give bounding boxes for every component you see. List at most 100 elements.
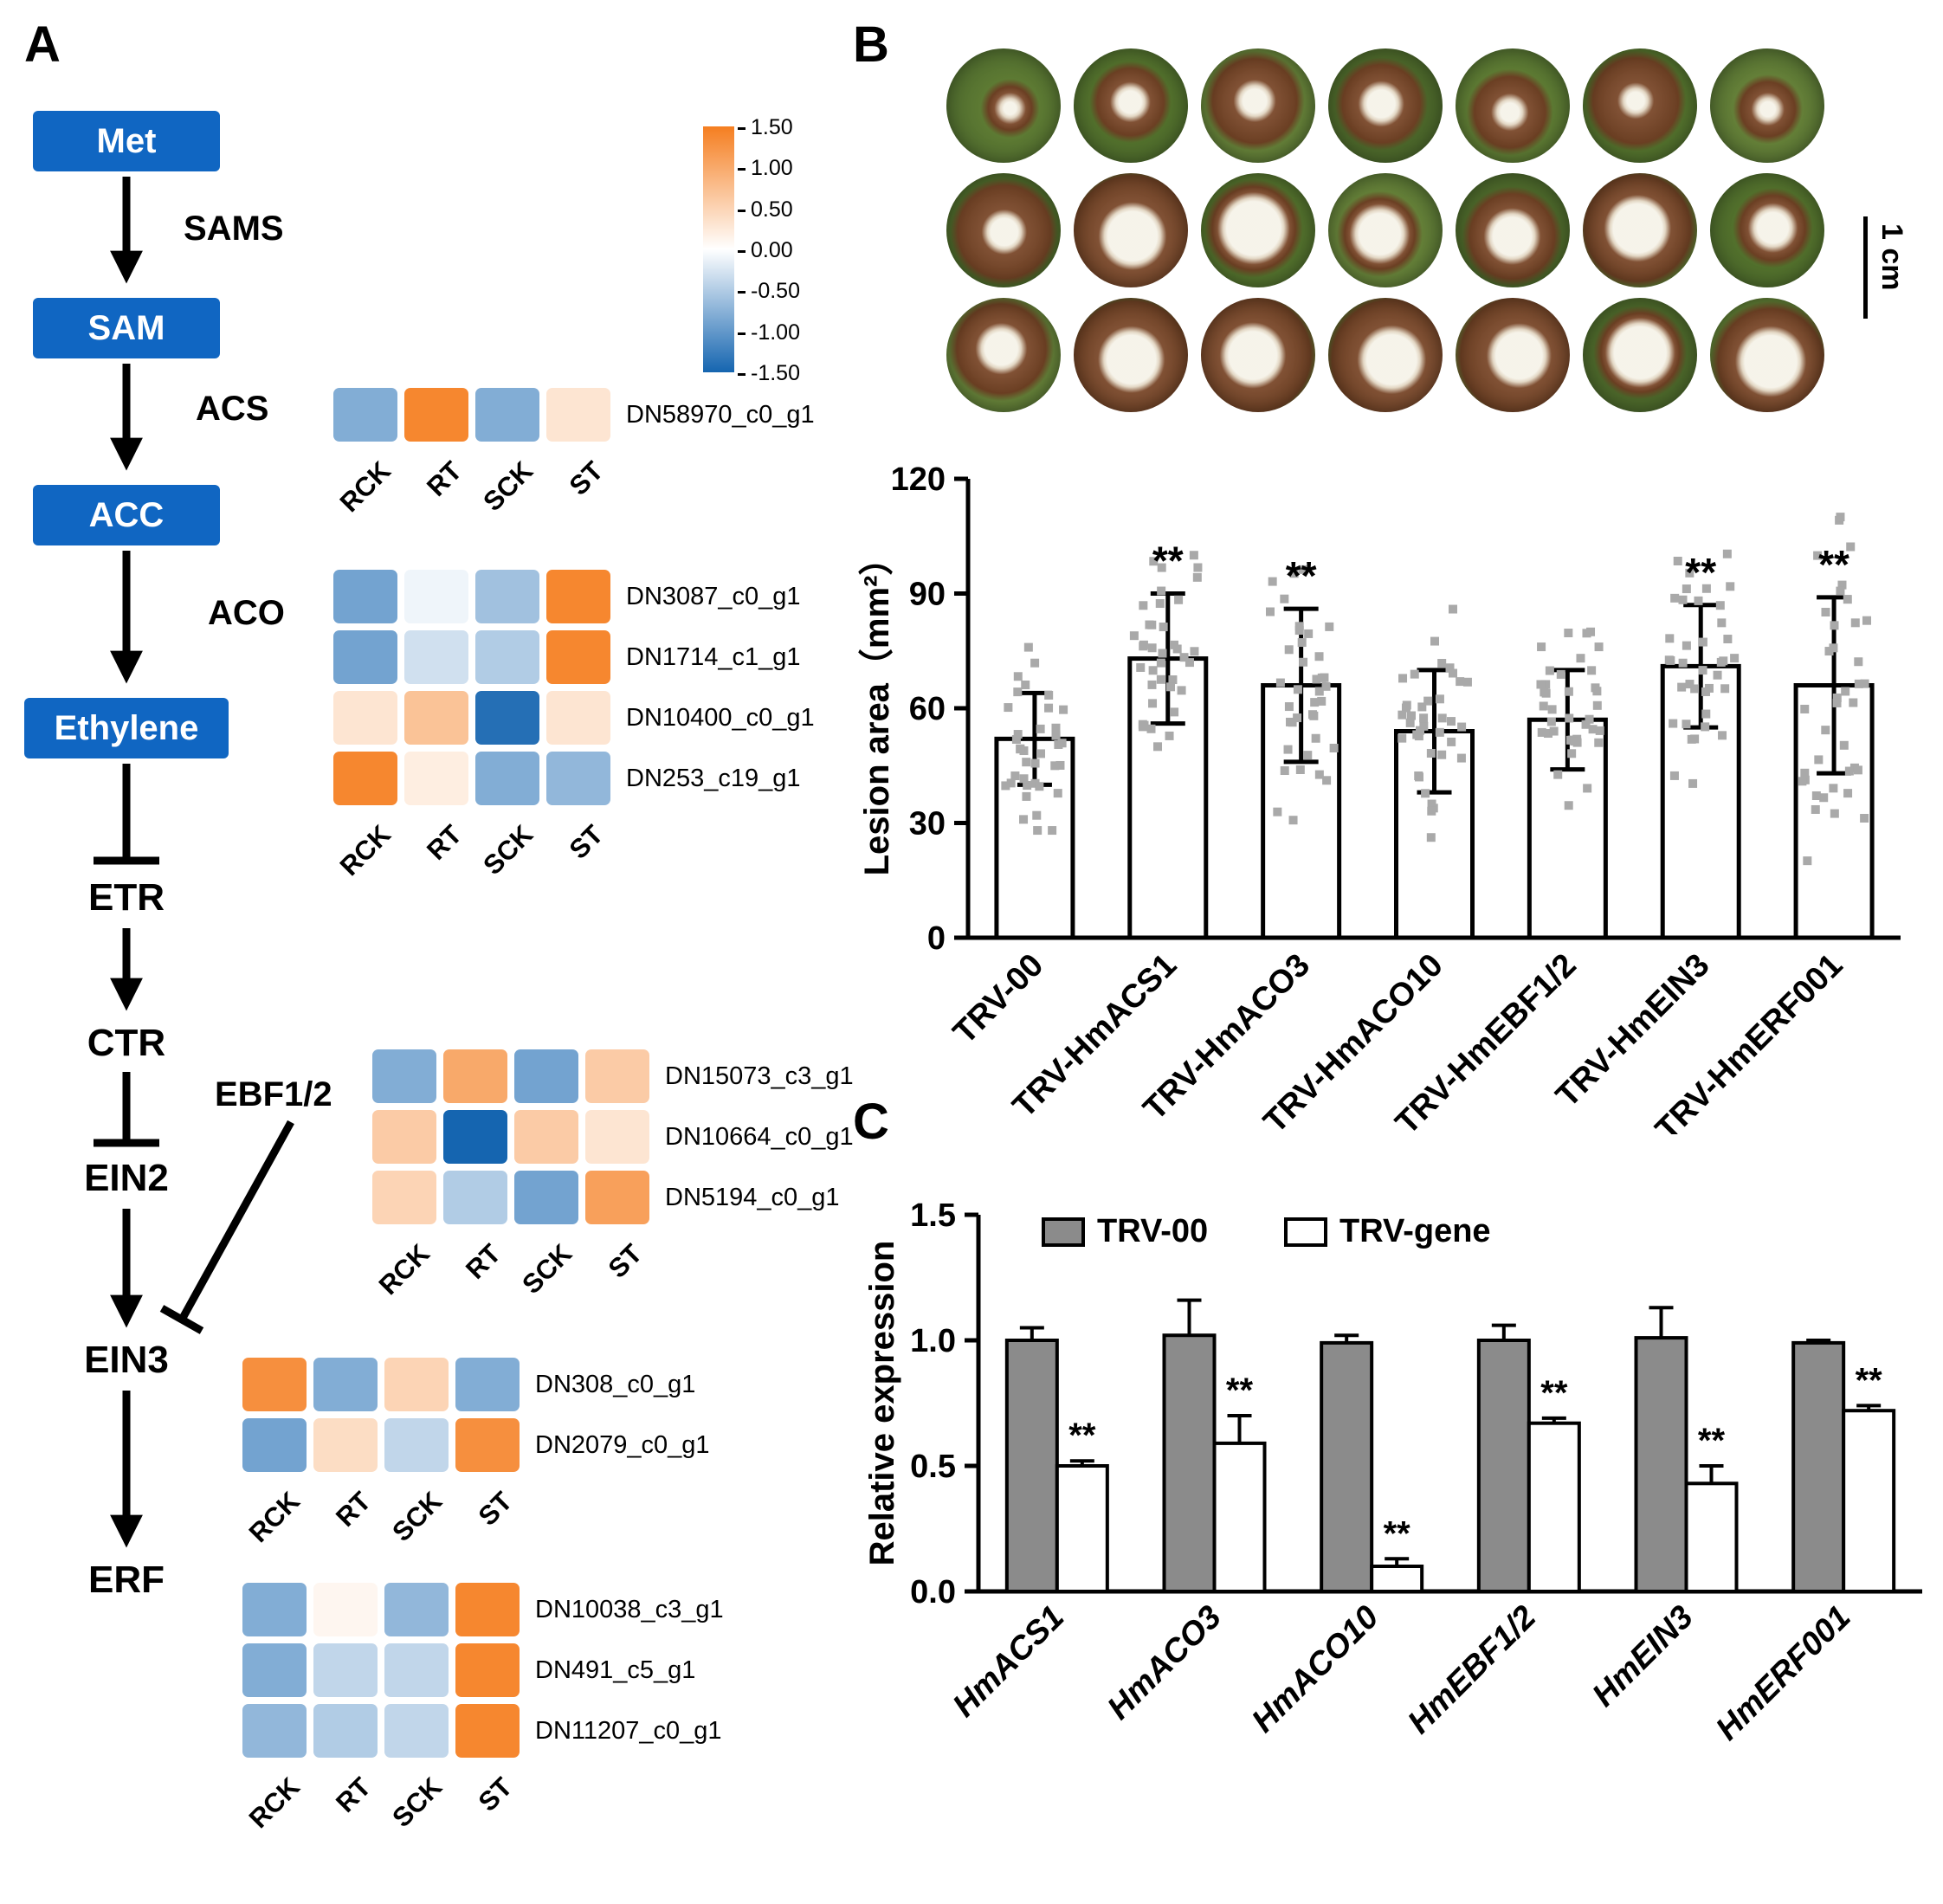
y-tick-label: 1.0	[910, 1323, 956, 1359]
scatter-point	[1169, 640, 1178, 649]
scatter-point	[1843, 595, 1852, 604]
scatter-point	[1595, 726, 1604, 735]
scatter-point	[1844, 766, 1854, 776]
scatter-point	[1423, 696, 1433, 706]
scatter-point	[1165, 731, 1174, 740]
heatmap-cell	[404, 630, 468, 684]
y-tick-label: 120	[891, 461, 946, 498]
scatter-point	[1329, 743, 1339, 752]
scatter-point	[1435, 694, 1444, 704]
scatter-point	[1398, 674, 1408, 683]
y-tick-label: 0.5	[910, 1449, 956, 1485]
scatter-point	[1841, 687, 1850, 696]
y-tick-label: 0.0	[910, 1574, 956, 1610]
x-category-label: HmEBF1/2	[1401, 1599, 1543, 1741]
heatmap-cell	[242, 1583, 307, 1636]
x-category-label: HmACS1	[946, 1599, 1072, 1725]
colorbar-tick-label: -1.50	[738, 362, 800, 384]
gene-label: DN58970_c0_g1	[626, 400, 815, 429]
scatter-point	[1309, 711, 1319, 720]
scatter-point	[1310, 698, 1320, 707]
scatter-point	[1449, 604, 1458, 614]
panel-a-label: A	[24, 16, 61, 73]
heatmap-cell	[404, 752, 468, 805]
enzyme-label-ebf12: EBF1/2	[215, 1075, 332, 1113]
heatmap-column-label: ST	[602, 1238, 649, 1284]
bar-trv00	[1476, 1339, 1531, 1593]
significance-marker: **	[1856, 1361, 1883, 1399]
heatmap-cell	[384, 1418, 449, 1472]
scatter-point	[1304, 629, 1314, 638]
scatter-point	[1426, 748, 1436, 758]
scatter-point	[1664, 655, 1674, 665]
scatter-point	[1185, 658, 1194, 668]
scatter-point	[1435, 727, 1444, 737]
scatter-point	[1536, 680, 1546, 689]
scatter-point	[1022, 791, 1031, 801]
scatter-point	[1587, 666, 1597, 675]
scatter-point	[1836, 586, 1845, 596]
scatter-point	[1576, 654, 1585, 663]
heatmap-cell	[313, 1418, 378, 1472]
scatter-point	[1539, 701, 1548, 711]
enzyme-label-acs: ACS	[196, 390, 269, 428]
scatter-point	[1800, 768, 1810, 778]
scatter-point	[1800, 704, 1810, 713]
heatmap-cell	[384, 1358, 449, 1411]
scatter-point	[1701, 709, 1711, 719]
bar-trvgene	[1370, 1565, 1424, 1593]
scale-bar	[1863, 216, 1868, 319]
axes	[976, 1215, 1922, 1594]
bar-trv00	[1320, 1340, 1374, 1593]
scatter-point	[1006, 778, 1016, 788]
significance-marker: **	[1286, 553, 1317, 598]
panel-b-label: B	[853, 16, 889, 73]
scatter-point	[1166, 682, 1176, 692]
y-tick-label: 60	[909, 691, 946, 727]
heatmap-cell	[313, 1583, 378, 1636]
scatter-point	[1457, 722, 1467, 732]
scatter-point	[1588, 725, 1598, 734]
scatter-point	[1035, 782, 1044, 791]
scatter-point	[1312, 674, 1321, 684]
scatter-point	[1156, 674, 1165, 684]
heatmap-column-label: SCK	[385, 1772, 448, 1834]
scatter-point	[1860, 679, 1869, 688]
scatter-point	[1139, 601, 1148, 610]
scatter-point	[1556, 669, 1565, 679]
heatmap-cell	[546, 570, 610, 623]
scatter-point	[1701, 722, 1710, 732]
scatter-point	[1284, 645, 1294, 655]
pathway-node-ctr: CTR	[87, 1022, 166, 1064]
scatter-point	[1564, 687, 1573, 696]
scatter-point	[1136, 662, 1146, 672]
pathway-node-etr: ETR	[88, 876, 165, 919]
scatter-point	[1803, 856, 1812, 866]
heatmap-cell	[475, 388, 539, 442]
heatmap-cell	[372, 1049, 436, 1103]
scatter-point	[1280, 594, 1289, 603]
gene-label: DN10400_c0_g1	[626, 703, 815, 732]
heatmap-cell	[475, 630, 539, 684]
scatter-point	[1437, 658, 1447, 668]
y-axis-label: Lesion area（mm²）	[858, 541, 896, 876]
scatter-point	[1280, 766, 1289, 776]
bar-trv00	[1791, 1340, 1846, 1593]
legend-label-trvgene: TRV-gene	[1339, 1213, 1491, 1249]
heatmap-cell	[455, 1583, 520, 1636]
scatter-point	[1001, 781, 1010, 791]
significance-marker: **	[1152, 539, 1184, 584]
heatmap-column-label: RT	[420, 819, 468, 866]
heatmap-column-label: SCK	[385, 1486, 448, 1548]
leaf-disc-photo	[1456, 48, 1570, 163]
gene-label: DN11207_c0_g1	[535, 1716, 722, 1745]
scatter-point	[1030, 758, 1040, 768]
pathway-box-met: Met	[33, 111, 220, 171]
scatter-point	[1149, 557, 1159, 566]
